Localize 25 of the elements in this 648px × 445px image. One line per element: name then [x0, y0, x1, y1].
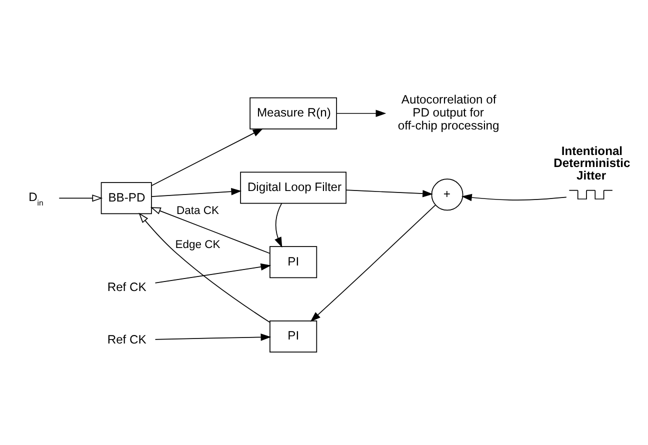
node-text: Ref CK: [107, 279, 146, 294]
arrow: [310, 204, 436, 322]
edge-label: Data CK: [176, 204, 219, 217]
arrow: [274, 202, 282, 248]
arrow: [154, 333, 272, 340]
node-box: Digital Loop Filter: [240, 171, 346, 204]
node-box: PI: [270, 320, 318, 352]
edge-label: Edge CK: [175, 238, 220, 250]
node-box: BB-PD: [100, 182, 152, 214]
node-label: Intentional Deterministic Jitter: [554, 144, 630, 182]
arrow: [58, 194, 103, 202]
node-box: PI: [270, 246, 318, 278]
arrow: [151, 128, 264, 186]
node-text: Autocorrelation of PD output for off-chip processing: [398, 92, 500, 132]
arrow: [151, 187, 242, 197]
node-circle: +: [431, 178, 464, 210]
arrow: [346, 189, 433, 197]
arrow: [150, 206, 270, 254]
arrow: [336, 109, 386, 117]
arrow: [461, 193, 567, 201]
arrow: [154, 262, 272, 283]
node-text: D$_{in}$: [28, 189, 44, 207]
arrow: [138, 212, 270, 322]
node-text: Ref CK: [107, 332, 146, 346]
node-box: Measure R(n): [250, 96, 337, 129]
